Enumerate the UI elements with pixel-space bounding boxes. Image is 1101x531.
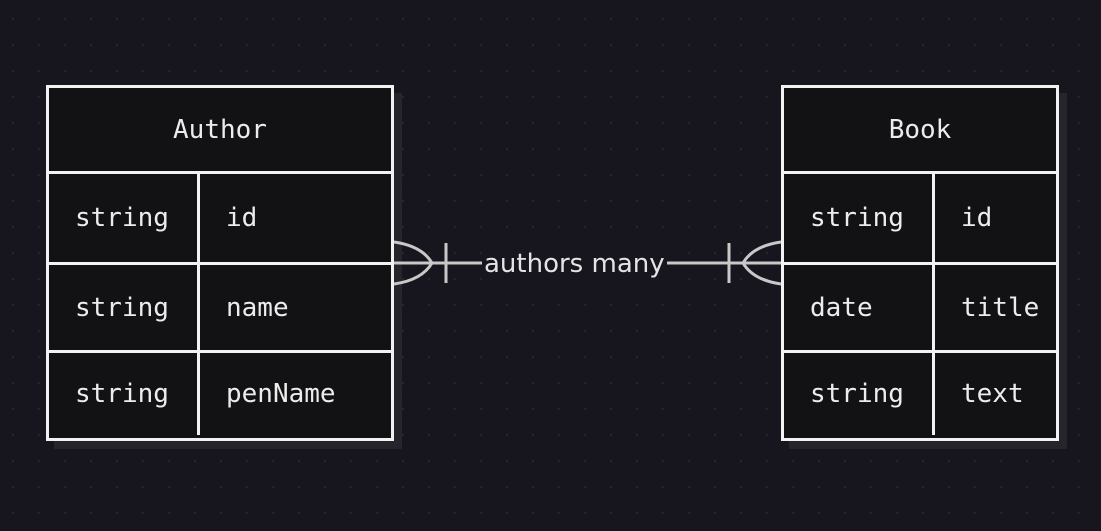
attribute-name: id <box>226 203 258 233</box>
attribute-type: string <box>49 265 200 350</box>
attribute-name: title <box>961 292 1040 323</box>
relationship-label: authors many <box>482 246 667 282</box>
crow-foot-left-icon <box>393 240 448 286</box>
attribute-type: string <box>784 174 935 262</box>
entity-title: Book <box>784 88 1056 174</box>
attribute-type: string <box>784 353 935 435</box>
attribute-row: string name <box>49 262 391 350</box>
attribute-name: penName <box>226 379 336 409</box>
attribute-name: id <box>961 203 993 233</box>
attribute-name: text <box>961 379 1024 409</box>
attribute-type: date <box>784 265 935 350</box>
attribute-row: date title <box>784 262 1056 350</box>
crow-foot-right-icon <box>727 240 782 286</box>
attribute-row: string text <box>784 350 1056 435</box>
entity-author[interactable]: Author string id string name string penN… <box>46 85 394 441</box>
attribute-type: string <box>49 353 200 435</box>
attribute-row: string id <box>784 174 1056 262</box>
attribute-type: string <box>49 174 200 262</box>
attribute-name: name <box>226 292 289 323</box>
entity-title: Author <box>49 88 391 174</box>
entity-book[interactable]: Book string id date title string text <box>781 85 1059 441</box>
attribute-row: string id <box>49 174 391 262</box>
attribute-row: string penName <box>49 350 391 435</box>
